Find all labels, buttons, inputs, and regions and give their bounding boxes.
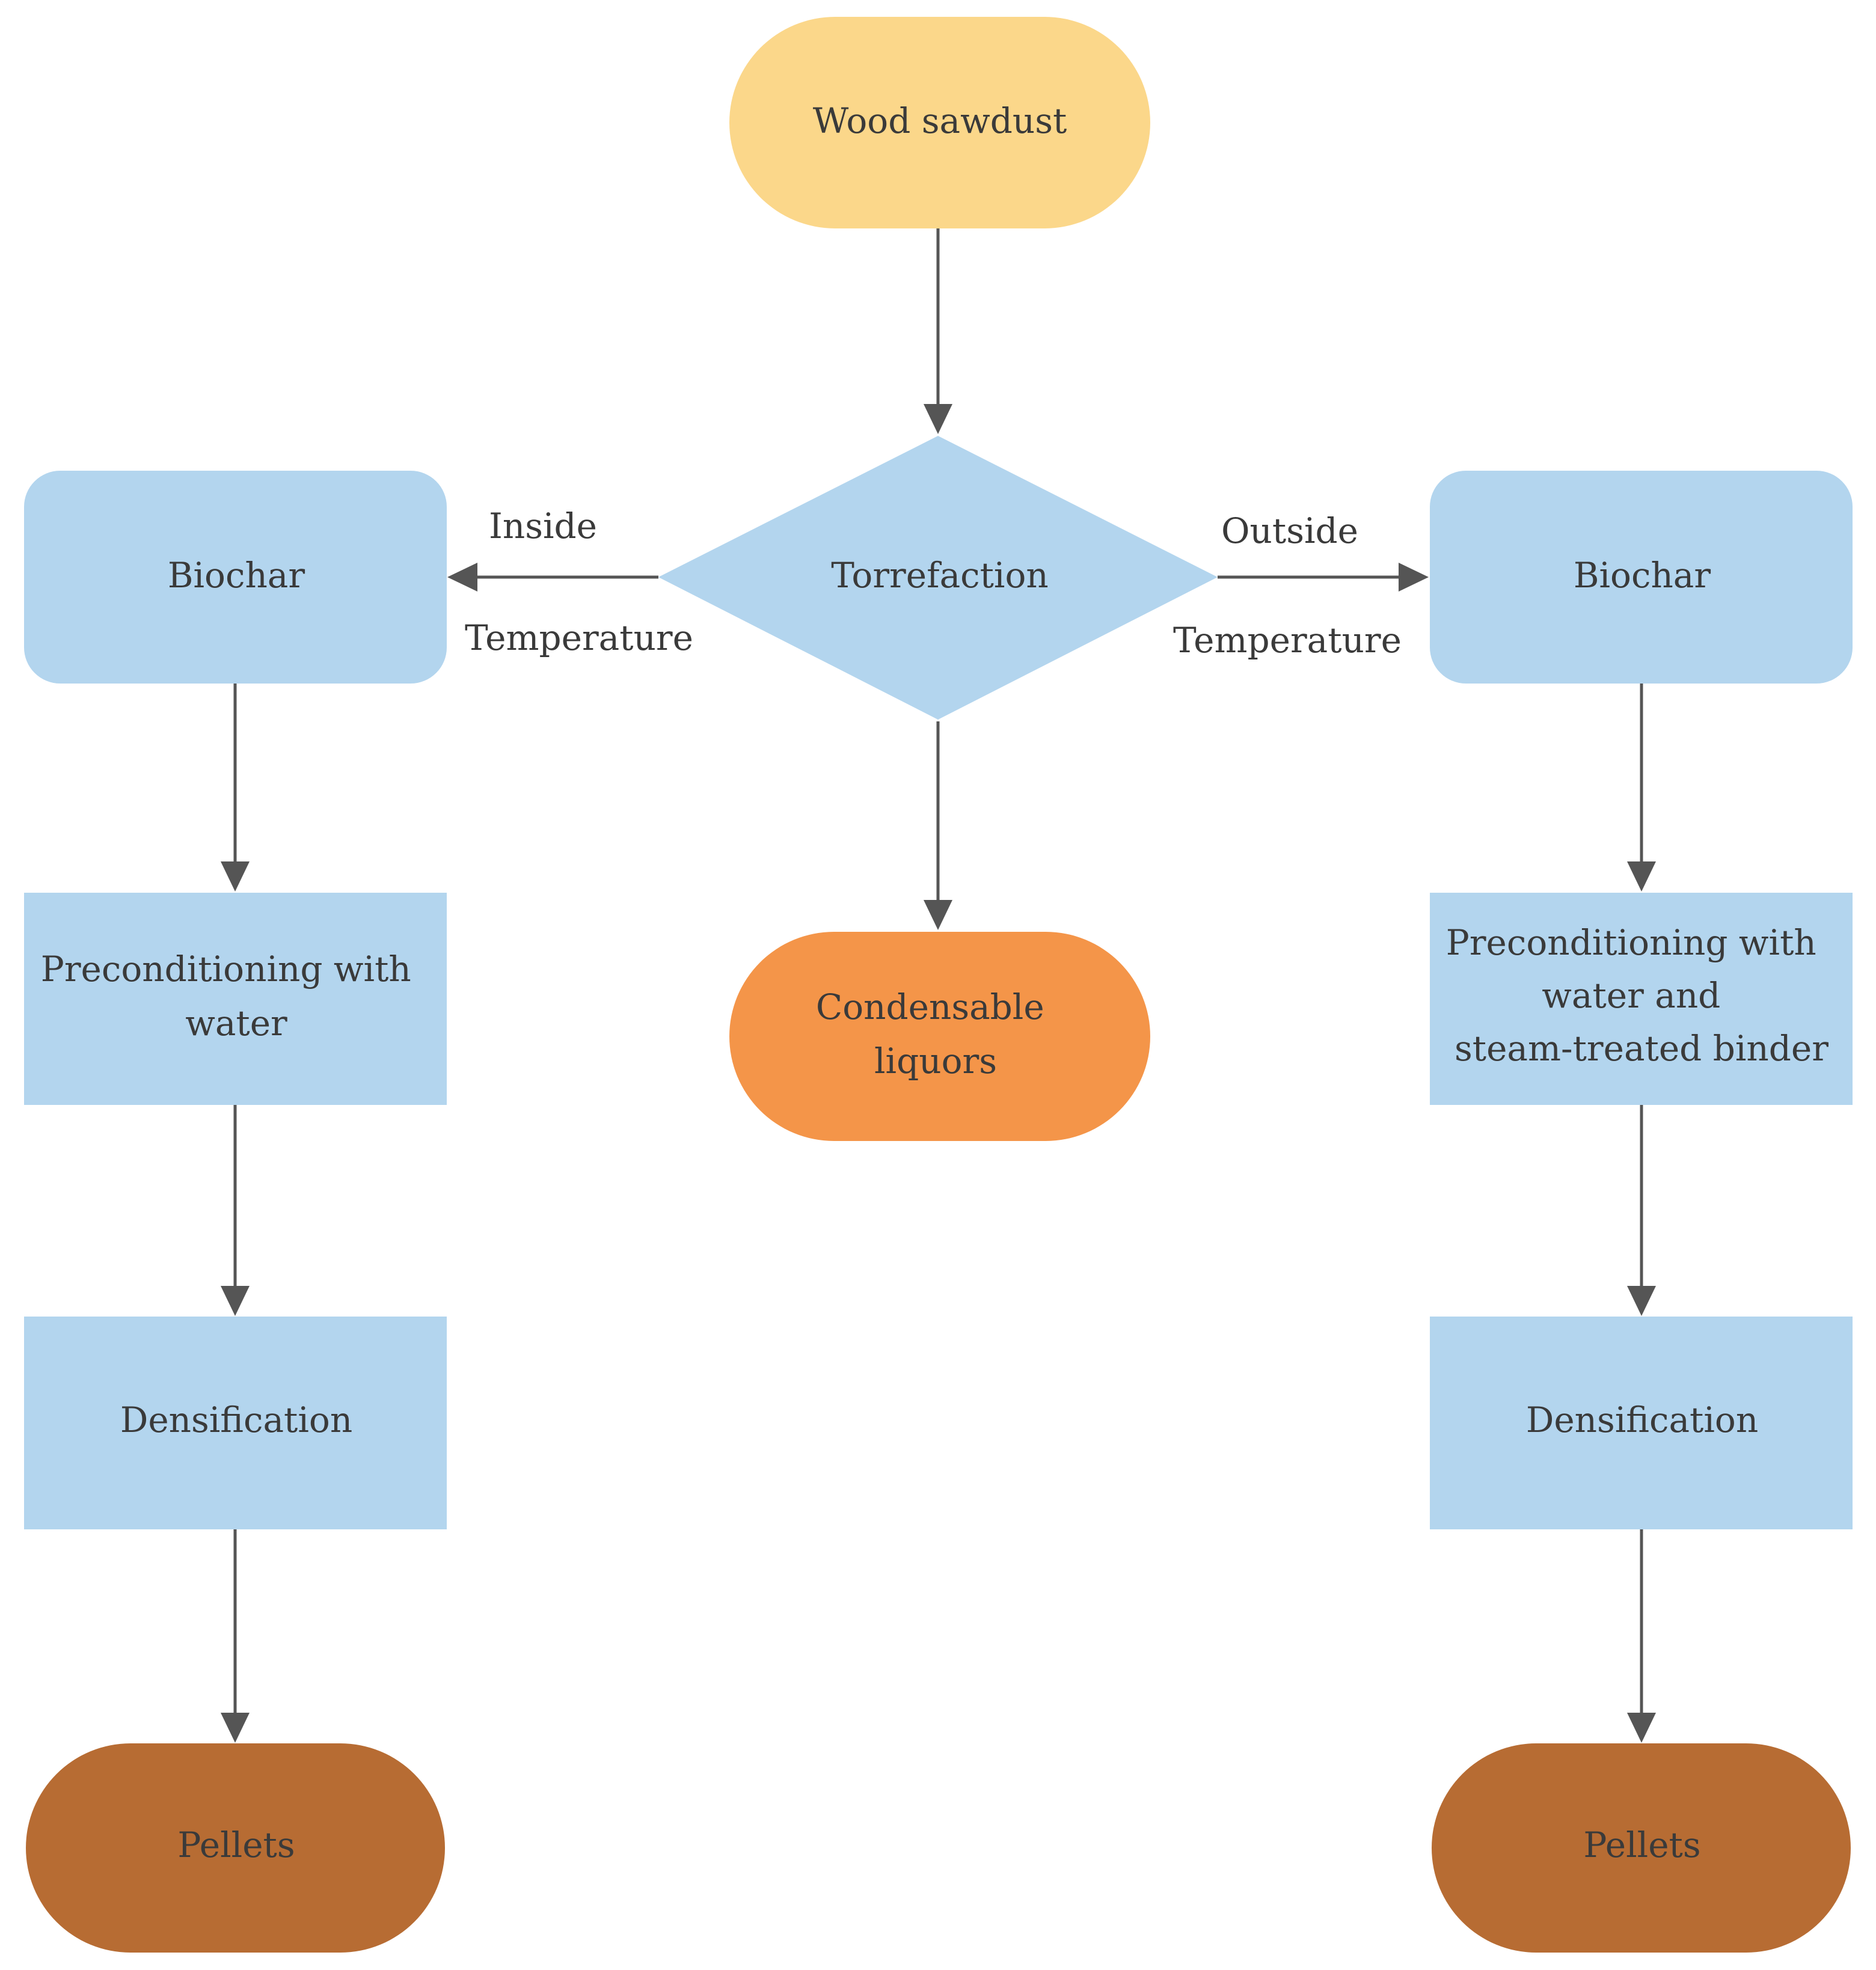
node-right-densification: Densification [1430, 1317, 1853, 1529]
right-preconditioning-shape [1430, 893, 1853, 1105]
node-left-preconditioning: Preconditioning with water [24, 893, 447, 1105]
left-preconditioning-line-1: Preconditioning with [41, 949, 411, 990]
arrow-right-densification-to-pellets-head [1627, 1713, 1656, 1743]
node-right-preconditioning: Preconditioning with water and steam-tre… [1430, 893, 1853, 1105]
edge-label-outside: Outside [1221, 510, 1358, 551]
node-left-biochar: Biochar [24, 471, 447, 684]
node-left-densification: Densification [24, 1317, 447, 1529]
left-pellets-label: Pellets [177, 1825, 295, 1865]
left-biochar-shape [24, 471, 447, 684]
right-preconditioning-line-3: steam-treated binder [1455, 1028, 1828, 1069]
right-branch: Biochar Preconditioning with water and s… [1430, 471, 1853, 1953]
torrefaction-shape [658, 436, 1218, 720]
torrefaction-label: Torrefaction [831, 555, 1049, 596]
arrow-left-biochar-to-preconditioning-head [221, 861, 250, 892]
arrow-right-preconditioning-to-densification-head [1627, 1286, 1656, 1316]
arrow-torrefaction-to-right-biochar-head [1399, 563, 1429, 592]
condensable-liquors-line-1: Condensable [816, 987, 1044, 1027]
right-preconditioning-label: Preconditioning with water and steam-tre… [1446, 922, 1828, 1069]
edge-label-right-temperature: Temperature [1173, 620, 1402, 661]
left-preconditioning-label: Preconditioning with water [41, 949, 422, 1044]
node-right-biochar: Biochar [1430, 471, 1853, 684]
condensable-liquors-label: Condensable liquors [816, 987, 1055, 1081]
node-torrefaction: Torrefaction [658, 436, 1218, 720]
arrow-sawdust-to-torrefaction-head [924, 404, 952, 434]
left-branch: Biochar Preconditioning with water Densi… [24, 471, 447, 1953]
condensable-liquors-line-2: liquors [874, 1041, 997, 1081]
left-biochar-label: Biochar [168, 555, 305, 596]
right-preconditioning-line-1: Preconditioning with [1446, 922, 1816, 963]
node-wood-sawdust: Wood sawdust [729, 17, 1150, 228]
left-pellets-shape [26, 1743, 445, 1953]
node-condensable-liquors: Condensable liquors [729, 932, 1150, 1141]
left-densification-label: Densification [120, 1399, 352, 1440]
left-densification-shape [24, 1317, 447, 1529]
right-pellets-shape [1432, 1743, 1851, 1953]
left-preconditioning-line-2: water [185, 1003, 287, 1044]
right-densification-shape [1430, 1317, 1853, 1529]
arrow-left-densification-to-pellets-head [221, 1713, 250, 1743]
arrow-right-biochar-to-preconditioning-head [1627, 861, 1656, 892]
wood-sawdust-shape [729, 17, 1150, 228]
edge-label-inside: Inside [489, 506, 597, 546]
wood-sawdust-label: Wood sawdust [813, 100, 1067, 141]
node-right-pellets: Pellets [1432, 1743, 1851, 1953]
left-preconditioning-shape [24, 893, 447, 1105]
right-biochar-shape [1430, 471, 1853, 684]
right-preconditioning-line-2: water and [1542, 975, 1720, 1016]
right-biochar-label: Biochar [1574, 555, 1711, 596]
connectors [221, 228, 1656, 1743]
arrow-left-preconditioning-to-densification-head [221, 1286, 250, 1316]
node-left-pellets: Pellets [26, 1743, 445, 1953]
arrow-torrefaction-to-liquors-head [924, 900, 952, 930]
condensable-liquors-shape [729, 932, 1150, 1141]
arrow-torrefaction-to-left-biochar-head [447, 563, 477, 592]
right-pellets-label: Pellets [1583, 1825, 1700, 1865]
right-densification-label: Densification [1526, 1399, 1758, 1440]
edge-label-left-temperature: Temperature [465, 617, 693, 658]
